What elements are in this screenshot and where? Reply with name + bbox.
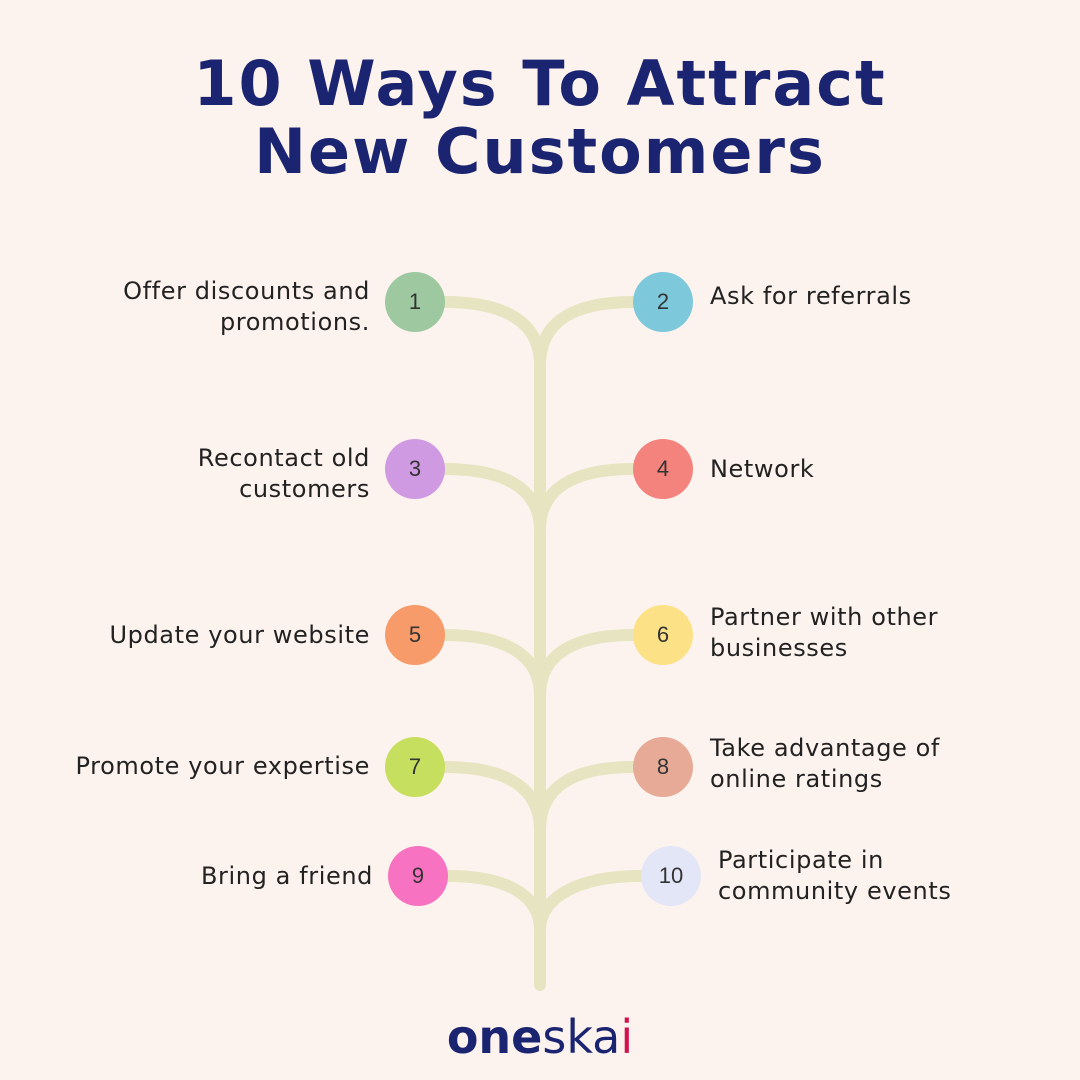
branch-left-2: [439, 463, 546, 536]
step-badge-4: 4: [633, 439, 693, 499]
step-label-4: Network: [710, 455, 815, 483]
step-badge-5: 5: [385, 605, 445, 665]
branch-right-1: [534, 296, 639, 371]
step-badge-1: 1: [385, 272, 445, 332]
branch-left-3: [439, 629, 546, 701]
branch-right-4: [534, 761, 639, 836]
step-badge-2: 2: [633, 272, 693, 332]
branch-left-5: [442, 870, 546, 936]
step-badge-9: 9: [388, 846, 448, 906]
branch-left-4: [439, 761, 546, 836]
tree-branches: [439, 296, 647, 936]
title-line-2: New Customers: [254, 115, 826, 188]
step-label-9: Bring a friend: [200, 862, 373, 890]
step-badge-8: 8: [633, 737, 693, 797]
title-line-1: 10 Ways To Attract: [193, 47, 887, 120]
step-badge-10: 10: [641, 846, 701, 906]
branch-right-5: [534, 870, 647, 936]
page-title: 10 Ways To Attract New Customers: [0, 50, 1080, 186]
step-label-2: Ask for referrals: [710, 282, 912, 310]
branch-right-3: [534, 629, 639, 701]
branch-right-2: [534, 463, 639, 536]
step-label-5: Update your website: [109, 621, 370, 649]
step-badge-3: 3: [385, 439, 445, 499]
step-badge-6: 6: [633, 605, 693, 665]
branch-left-1: [439, 296, 546, 371]
step-label-7: Promote your expertise: [75, 752, 370, 780]
step-badge-7: 7: [385, 737, 445, 797]
brand-logo: oneskai: [446, 1010, 634, 1064]
